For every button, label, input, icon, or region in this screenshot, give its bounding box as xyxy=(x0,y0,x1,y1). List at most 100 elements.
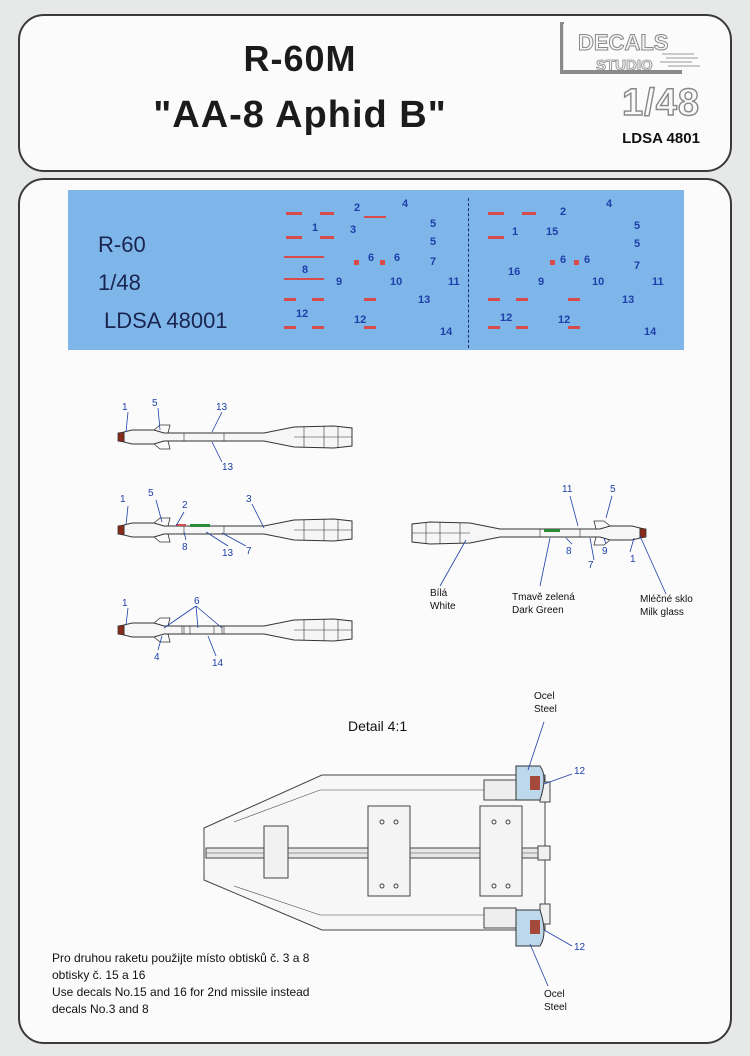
decal-number: 10 xyxy=(592,276,605,288)
detail-drawing xyxy=(203,774,551,931)
red-stripe-decal xyxy=(364,298,376,301)
decal-number: 7 xyxy=(430,256,437,268)
instruction-notes: Pro druhou raketu použijte místo obtisků… xyxy=(52,950,309,1018)
decal-number: 6 xyxy=(584,254,591,266)
title-line-1: R-60M xyxy=(243,38,357,79)
decal-number: 12 xyxy=(500,312,513,324)
brand-logo: DECALS STUDIO xyxy=(542,10,702,82)
cut-line-divider xyxy=(468,198,469,348)
red-stripe-decal xyxy=(488,236,504,239)
red-square-decal xyxy=(574,260,579,265)
decal-number: 1 xyxy=(512,226,519,238)
note-line: Pro druhou raketu použijte místo obtisků… xyxy=(52,951,310,965)
decal-number: 13 xyxy=(622,294,635,306)
red-stripe-decal xyxy=(286,236,302,239)
note-line: Use decals No.15 and 16 for 2nd missile … xyxy=(52,985,310,999)
callout-number: 13 xyxy=(222,548,234,559)
decal-number: 9 xyxy=(538,276,545,288)
callout-number: 5 xyxy=(148,488,154,499)
red-text-decal xyxy=(284,256,324,258)
decal-number: 2 xyxy=(354,202,361,214)
scale-label: 1/48 xyxy=(621,81,700,124)
note-line: obtisky č. 15 a 16 xyxy=(52,968,146,982)
decal-number: 7 xyxy=(634,260,641,272)
callout-number: 12 xyxy=(574,766,586,777)
decal-number: 3 xyxy=(350,224,357,236)
color-caption-cz: Mléčné sklo xyxy=(640,594,693,605)
decal-code-label: LDSA 48001 xyxy=(104,308,228,333)
logo-text-decals: DECALS xyxy=(578,30,668,55)
product-code: LDSA 4801 xyxy=(622,130,700,147)
red-stripe-decal xyxy=(488,212,504,215)
dark-green-band xyxy=(190,524,210,527)
decal-number: 6 xyxy=(368,252,375,264)
color-caption-cz: Bílá xyxy=(430,588,448,599)
callout-number: 7 xyxy=(246,546,252,557)
note-line: decals No.3 and 8 xyxy=(52,1002,149,1016)
callout-number: 1 xyxy=(122,402,128,413)
red-stripe-decal xyxy=(364,216,386,218)
callout-number: 6 xyxy=(194,596,200,607)
decal-number: 1 xyxy=(312,222,319,234)
callout-number: 4 xyxy=(154,652,160,663)
decal-number: 12 xyxy=(296,308,309,320)
red-stripe-decal xyxy=(516,298,528,301)
decal-scale-label: 1/48 xyxy=(98,270,141,295)
color-caption-en: Dark Green xyxy=(512,605,564,616)
red-stripe-decal xyxy=(312,298,324,301)
red-stripe-decal xyxy=(522,212,536,215)
red-stripe-decal xyxy=(568,326,580,329)
red-stripe-decal xyxy=(286,212,302,215)
detail-scale-label: Detail 4:1 xyxy=(348,718,408,734)
callout-number: 11 xyxy=(562,484,573,495)
decal-number: 10 xyxy=(390,276,403,288)
callout-number: 14 xyxy=(212,658,224,669)
red-stripe-decal xyxy=(312,326,324,329)
header-panel xyxy=(18,14,732,172)
steel-caption-en: Steel xyxy=(544,1002,567,1013)
decal-number: 6 xyxy=(560,254,567,266)
decal-number: 5 xyxy=(634,220,641,232)
callout-number: 3 xyxy=(246,494,252,505)
decal-number: 2 xyxy=(560,206,567,218)
steel-caption-bottom: Ocel Steel xyxy=(544,988,567,1014)
decal-name-label: R-60 xyxy=(98,232,146,257)
steel-parts xyxy=(515,765,545,947)
decal-number: 15 xyxy=(546,226,559,238)
red-square-decal xyxy=(550,260,555,265)
color-caption-dark-green: Tmavě zelená Dark Green xyxy=(512,591,575,617)
decal-number: 4 xyxy=(402,198,409,210)
red-stripe-decal xyxy=(488,326,500,329)
decal-number: 11 xyxy=(448,276,460,288)
logo-text-studio: STUDIO xyxy=(596,57,653,74)
callout-number: 7 xyxy=(588,560,594,571)
red-stripe-decal xyxy=(516,326,528,329)
red-stripe-decal xyxy=(284,326,296,329)
callout-number: 5 xyxy=(610,484,616,495)
decal-sheet-preview: R-60 1/48 LDSA 48001 2 4 1 3 5 5 6 6 7 8… xyxy=(68,190,684,350)
red-stripe-decal xyxy=(284,298,296,301)
callout-number: 12 xyxy=(574,942,586,953)
decal-number: 16 xyxy=(508,266,521,278)
decal-number: 9 xyxy=(336,276,343,288)
color-caption-en: White xyxy=(430,601,456,612)
red-text-decal xyxy=(284,278,324,280)
callout-number: 8 xyxy=(566,546,572,557)
callout-number: 13 xyxy=(222,462,234,473)
callout-number: 8 xyxy=(182,542,188,553)
callout-number: 1 xyxy=(120,494,126,505)
red-stripe-decal xyxy=(320,212,334,215)
callout-number: 13 xyxy=(216,402,228,413)
steel-caption-cz: Ocel xyxy=(544,989,565,1000)
callout-number: 1 xyxy=(122,598,128,609)
decal-number: 5 xyxy=(430,218,437,230)
decal-number: 5 xyxy=(634,238,641,250)
decal-number: 5 xyxy=(430,236,437,248)
decal-number: 14 xyxy=(440,326,453,338)
steel-caption-cz: Ocel xyxy=(534,691,555,702)
callout-number: 9 xyxy=(602,546,608,557)
decal-number: 12 xyxy=(354,314,367,326)
red-stripe-decal xyxy=(568,298,580,301)
red-square-decal xyxy=(354,260,359,265)
